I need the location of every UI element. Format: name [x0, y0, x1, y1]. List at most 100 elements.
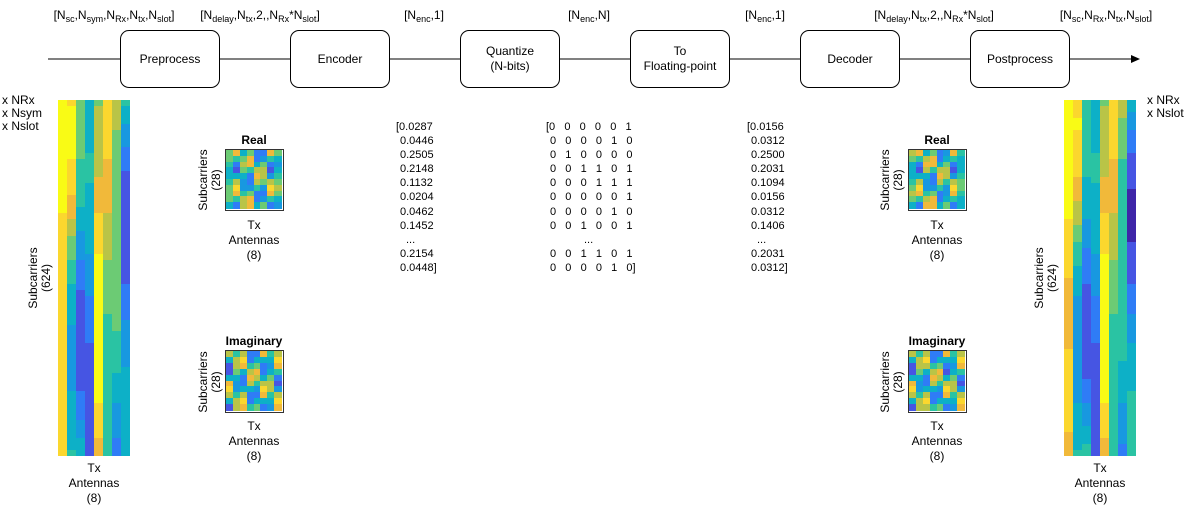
heatmap-cell: [67, 378, 77, 386]
heatmap-cell: [67, 408, 77, 416]
heatmap-cell: [112, 189, 122, 196]
heatmap-cell: [915, 386, 924, 393]
heatmap-cell: [1118, 367, 1128, 374]
heatmap-cell: [1082, 153, 1092, 160]
heatmap-cell: [58, 349, 68, 356]
heatmap-cell: [1064, 105, 1074, 113]
heatmap-cell: [94, 212, 104, 220]
heatmap-cell: [76, 224, 86, 232]
heatmap-cell: [1118, 319, 1128, 327]
heatmap-cell: [1073, 313, 1083, 321]
dec-real-ylabel: Subcarriers (28): [878, 149, 905, 211]
heatmap-cell: [1109, 153, 1119, 160]
heatmap-cell: [1082, 367, 1092, 374]
heatmap-cell: [1118, 289, 1128, 297]
heatmap-cell: [246, 404, 255, 411]
heatmap-cell: [1127, 307, 1136, 315]
heatmap-cell: [226, 398, 234, 405]
heatmap-cell: [267, 155, 275, 163]
heatmap-cell: [943, 190, 951, 197]
output-xlabel: Tx Antennas (8): [1074, 461, 1126, 505]
heatmap-cell: [85, 129, 95, 137]
heatmap-cell: [1073, 135, 1083, 143]
heatmap-cell: [1073, 230, 1083, 238]
heatmap-cell: [103, 331, 113, 338]
encoder-block[interactable]: Encoder: [290, 30, 390, 88]
heatmap-cell: [274, 184, 282, 192]
heatmap-cell: [76, 100, 86, 107]
heatmap-cell: [226, 362, 234, 370]
heatmap-cell: [239, 374, 248, 382]
heatmap-cell: [1127, 272, 1136, 279]
quantize-block[interactable]: Quantize (N-bits): [460, 30, 560, 88]
heatmap-cell: [1064, 230, 1074, 238]
heatmap-cell: [76, 212, 86, 220]
heatmap-cell: [112, 183, 122, 190]
heatmap-cell: [1100, 100, 1110, 107]
heatmap-cell: [85, 254, 95, 261]
heatmap-cell: [1109, 367, 1119, 374]
heatmap-cell: [1100, 378, 1110, 386]
vector-entry: 0 0 0 0 1 0: [550, 205, 633, 218]
heatmap-cell: [232, 184, 241, 192]
heatmap-cell: [85, 224, 95, 232]
heatmap-cell: [112, 444, 122, 451]
heatmap-cell: [1127, 355, 1136, 362]
to-float-block[interactable]: To Floating-point: [630, 30, 730, 88]
heatmap-cell: [58, 313, 68, 321]
heatmap-cell: [1118, 355, 1128, 362]
decoder-block[interactable]: Decoder: [800, 30, 900, 88]
heatmap-cell: [85, 384, 95, 392]
heatmap-cell: [1091, 444, 1101, 451]
heatmap-cell: [1082, 301, 1092, 309]
heatmap-cell: [1100, 319, 1110, 327]
heatmap-cell: [67, 367, 77, 374]
heatmap-cell: [1064, 450, 1074, 456]
heatmap-cell: [58, 212, 68, 220]
heatmap-cell: [58, 200, 68, 208]
heatmap-cell: [232, 404, 241, 411]
dim-label-preprocessed: [Ndelay,Ntx,2,,NRx*Nslot]: [200, 8, 320, 24]
heatmap-cell: [922, 392, 931, 399]
heatmap-cell: [94, 367, 104, 374]
heatmap-cell: [1073, 372, 1083, 380]
postprocess-block[interactable]: Postprocess: [970, 30, 1070, 88]
heatmap-cell: [103, 159, 113, 166]
heatmap-cell: [103, 194, 113, 202]
vector-entry: 0.2148: [400, 163, 434, 176]
heatmap-cell: [246, 398, 255, 405]
heatmap-cell: [121, 432, 130, 439]
vector-entry: 0 0 0 0 1 0]: [550, 261, 636, 274]
heatmap-cell: [909, 374, 917, 382]
heatmap-cell: [94, 278, 104, 285]
heatmap-cell: [76, 171, 86, 178]
vector-entry: 0.1452: [400, 219, 434, 232]
heatmap-cell: [226, 184, 234, 192]
heatmap-cell: [58, 254, 68, 261]
heatmap-cell: [1118, 349, 1128, 356]
heatmap-cell: [1064, 390, 1074, 398]
vector-entry: 0 1 0 0 0 0: [550, 149, 633, 162]
heatmap-cell: [1118, 378, 1128, 386]
heatmap-cell: [103, 295, 113, 303]
heatmap-cell: [58, 266, 68, 273]
heatmap-cell: [85, 105, 95, 113]
heatmap-cell: [957, 380, 965, 387]
vector-entry: [0.0287: [396, 121, 433, 133]
heatmap-cell: [1064, 171, 1074, 178]
heatmap-cell: [76, 355, 86, 362]
heatmap-cell: [929, 196, 938, 203]
heatmap-cell: [1109, 117, 1119, 125]
dim-label-output: [Nsc,NRx,Ntx,Nslot]: [1059, 8, 1153, 24]
heatmap-cell: [943, 155, 951, 163]
enc-real-heatmap: [225, 149, 284, 211]
heatmap-cell: [1073, 307, 1083, 315]
heatmap-cell: [274, 392, 282, 399]
heatmap-cell: [253, 161, 261, 168]
heatmap-cell: [1082, 123, 1092, 131]
enc-imag-ylabel: Subcarriers (28): [196, 351, 223, 413]
heatmap-cell: [253, 392, 261, 399]
heatmap-cell: [915, 184, 924, 192]
heatmap-cell: [103, 361, 113, 368]
preprocess-block[interactable]: Preprocess: [120, 30, 220, 88]
